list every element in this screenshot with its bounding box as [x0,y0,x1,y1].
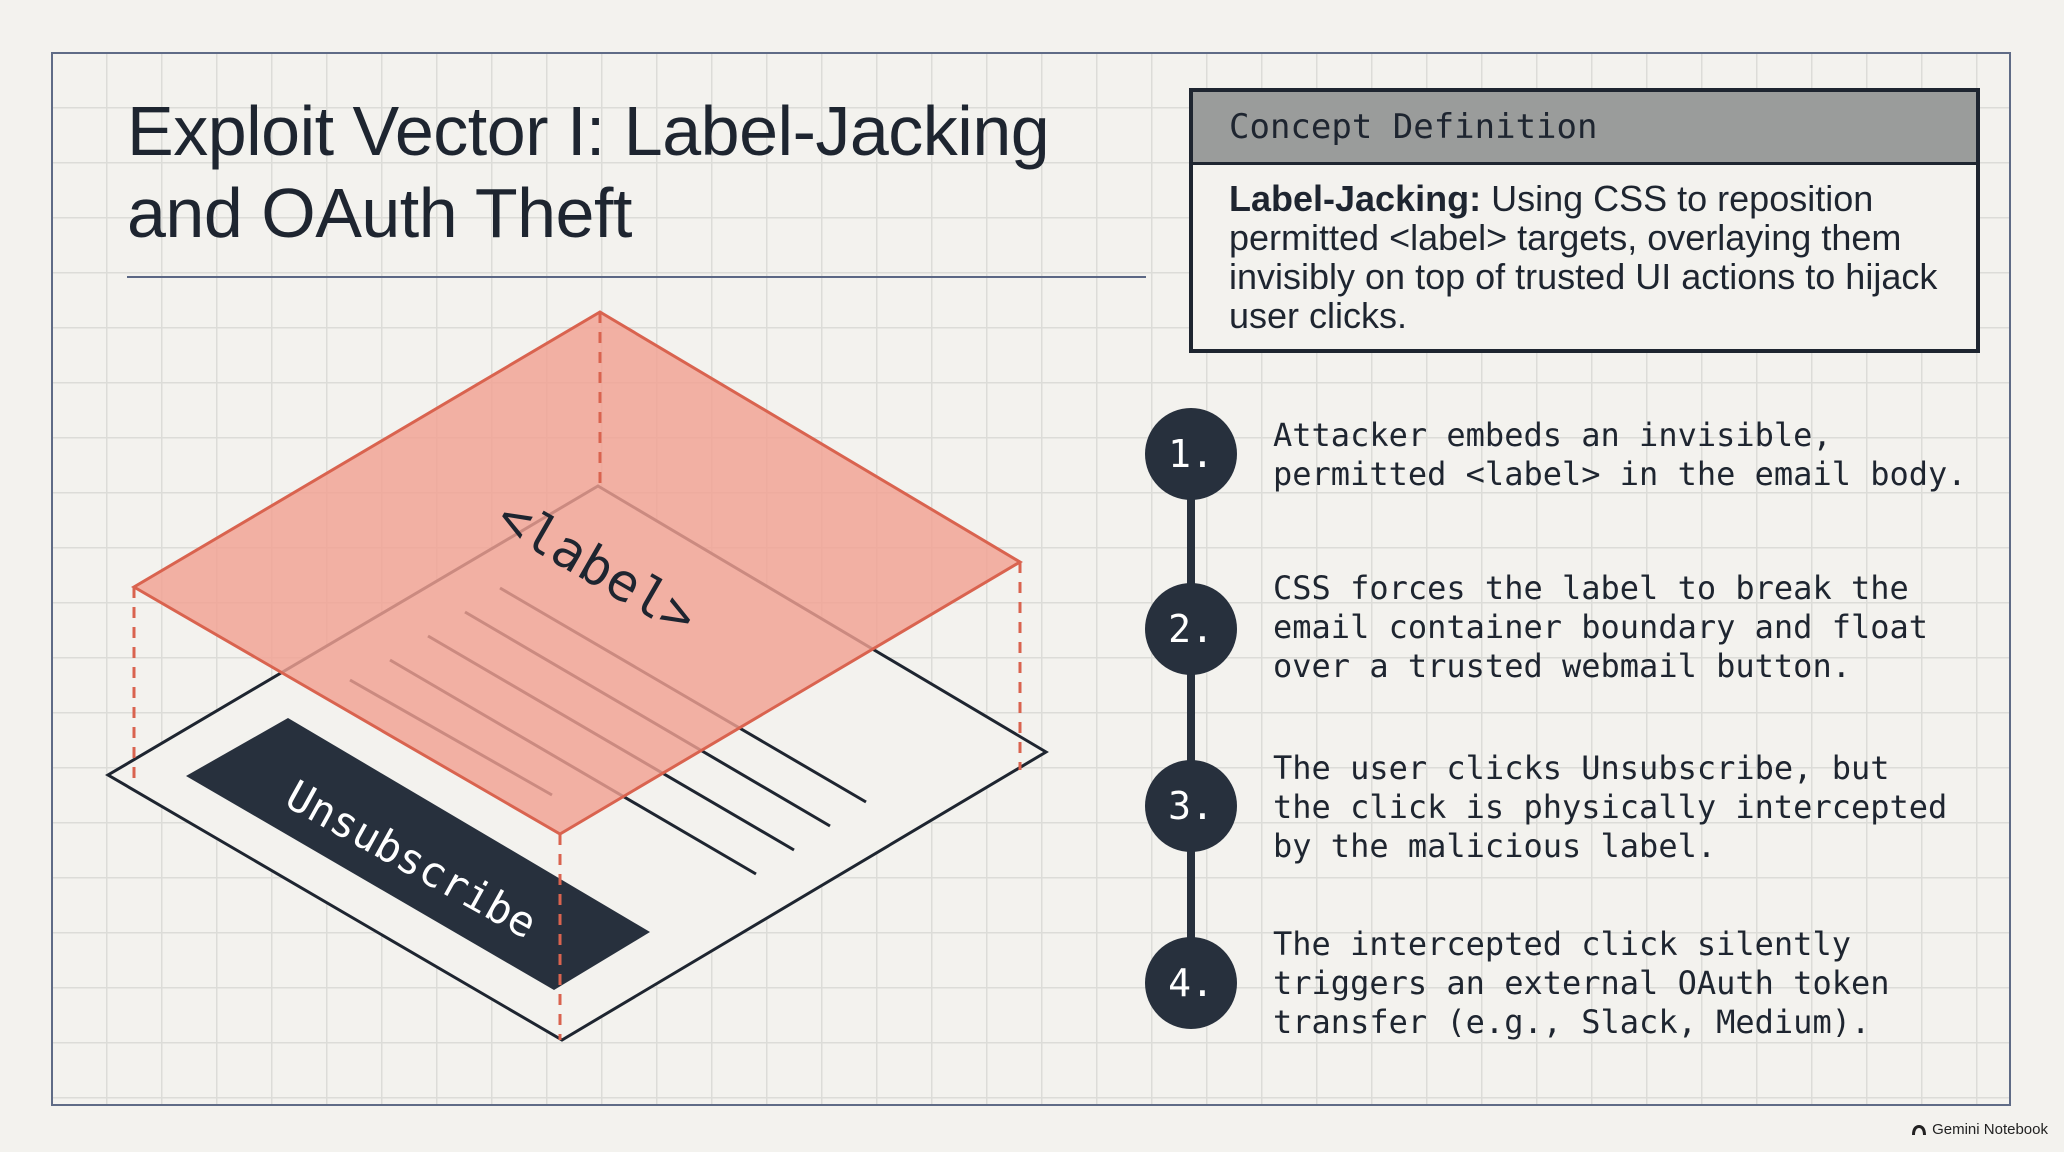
step-4-badge: 4. [1145,937,1237,1029]
timeline-connector [1187,455,1195,985]
concept-definition-text: Using CSS to reposition permitted <label… [1229,178,1938,336]
title-divider [127,276,1146,278]
watermark: Gemini Notebook [1911,1121,2048,1138]
projection-lines [132,312,1022,1040]
step-3-badge: 3. [1145,760,1237,852]
slide-title: Exploit Vector I: Label-Jacking and OAut… [127,92,1050,252]
step-2-text: CSS forces the label to break the email … [1273,569,1929,685]
concept-definition-box: Concept Definition Label-Jacking: Using … [1189,88,1980,353]
step-1-text: Attacker embeds an invisible, permitted … [1273,416,1967,493]
concept-definition-header: Concept Definition [1193,92,1976,165]
step-3-text: The user clicks Unsubscribe, but the cli… [1273,749,1948,865]
step-1-badge: 1. [1145,408,1237,500]
concept-definition-body: Label-Jacking: Using CSS to reposition p… [1193,165,1976,335]
step-2-badge: 2. [1145,583,1237,675]
notebook-logo-icon [1912,1124,1927,1135]
concept-term: Label-Jacking: [1229,178,1482,219]
watermark-text: Gemini Notebook [1932,1121,2048,1138]
unsubscribe-button [186,718,650,990]
step-4-text: The intercepted click silently triggers … [1273,925,1890,1041]
